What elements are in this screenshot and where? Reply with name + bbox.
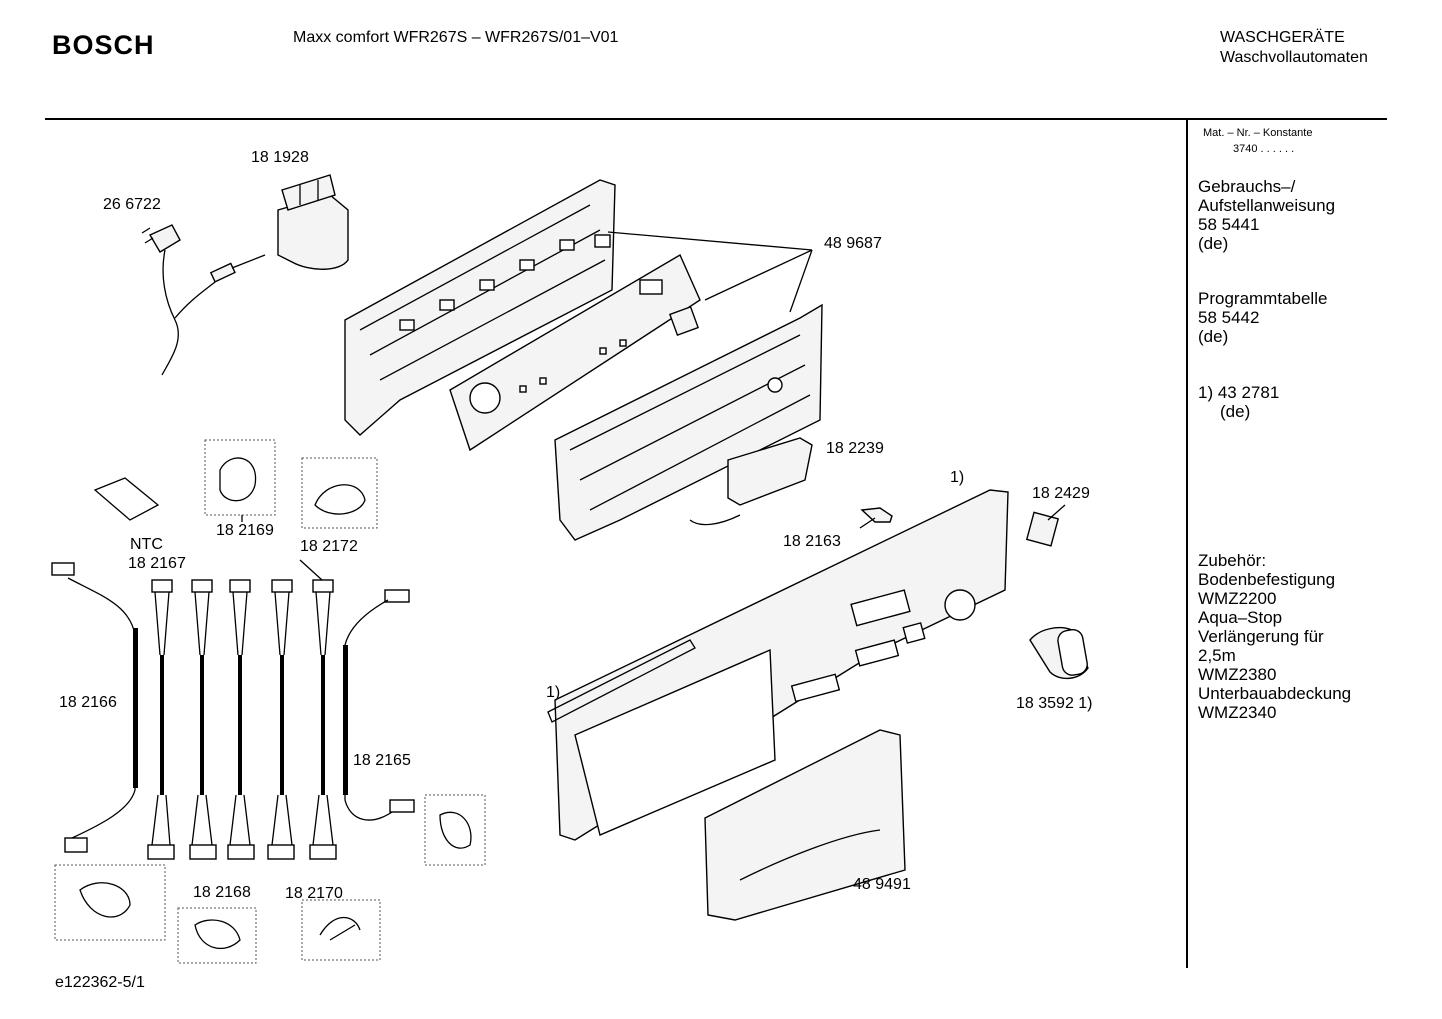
part-label-ntc: NTC — [130, 536, 163, 553]
header-divider — [45, 118, 1387, 120]
note-ref: 1) 43 2781 — [1198, 383, 1280, 402]
accessory-line: Verlängerung für — [1198, 627, 1324, 646]
control-frame-part — [344, 179, 616, 436]
program-table-block: Programmtabelle 58 5442 (de) — [1198, 289, 1383, 346]
drawer-handle-part — [704, 729, 906, 921]
wire-harnesses — [51, 562, 415, 860]
part-label-266722: 26 6722 — [103, 196, 161, 213]
manual-line1: Gebrauchs–/ — [1198, 177, 1296, 196]
part-label-182168: 18 2168 — [193, 884, 251, 901]
suppressor-filter-part — [277, 174, 349, 270]
part-label-182170: 18 2170 — [285, 885, 343, 902]
table-lang: (de) — [1198, 327, 1229, 346]
part-label-182172: 18 2172 — [300, 538, 358, 555]
note-block: 1) 43 2781 (de) — [1198, 383, 1383, 421]
display-cover-part — [689, 437, 813, 526]
part-label-182165: 18 2165 — [353, 752, 411, 769]
manual-block: Gebrauchs–/ Aufstellanweisung 58 5441 (d… — [1198, 177, 1383, 253]
accessory-line: WMZ2200 — [1198, 589, 1277, 608]
inset-illustrations — [54, 439, 486, 964]
front-frame-part — [554, 303, 823, 541]
mat-value: 3740 . . . . . . — [1233, 143, 1295, 155]
part-label-182166: 18 2166 — [59, 694, 117, 711]
sidebar-divider — [1186, 118, 1188, 968]
table-number: 58 5442 — [1198, 308, 1260, 327]
mains-cable-part — [141, 224, 266, 376]
part-label-182429: 18 2429 — [1032, 485, 1090, 502]
switch-part — [1025, 511, 1060, 547]
part-label-182163: 18 2163 — [783, 533, 841, 550]
part-label-489491: 48 9491 — [853, 876, 911, 893]
part-label-181928: 18 1928 — [251, 149, 309, 166]
accessories-block: Zubehör: Bodenbefestigung WMZ2200 Aqua–S… — [1198, 551, 1383, 722]
control-board-part — [449, 253, 701, 452]
control-panel-part — [547, 489, 1009, 841]
model-title: Maxx comfort WFR267S – WFR267S/01–V01 — [293, 29, 619, 46]
leader-lines — [241, 231, 1066, 581]
manual-lang: (de) — [1198, 234, 1229, 253]
part-label-489687: 48 9687 — [824, 235, 882, 252]
brand-logo: BOSCH — [52, 30, 155, 60]
drawing-code: e122362-5/1 — [55, 974, 145, 991]
part-label-182167: 18 2167 — [128, 555, 186, 572]
note-marker-left: 1) — [546, 684, 561, 701]
accessory-line: Bodenbefestigung — [1198, 570, 1336, 589]
table-title: Programmtabelle — [1198, 289, 1328, 308]
exploded-view-drawing — [51, 174, 1089, 964]
selector-knob-part — [1029, 627, 1089, 679]
accessory-line: Zubehör: — [1198, 551, 1267, 570]
manual-number: 58 5441 — [1198, 215, 1260, 234]
manual-line2: Aufstellanweisung — [1198, 196, 1336, 215]
note-marker-top: 1) — [950, 469, 965, 486]
part-label-182239: 18 2239 — [826, 440, 884, 457]
category-title: WASCHGERÄTE — [1220, 29, 1345, 46]
accessory-line: WMZ2340 — [1198, 703, 1277, 722]
note-lang: (de) — [1220, 402, 1251, 421]
part-label-182169: 18 2169 — [216, 522, 274, 539]
part-label-183592: 18 3592 1) — [1016, 695, 1093, 712]
accessory-line: 2,5m — [1198, 646, 1236, 665]
mat-label: Mat. – Nr. – Konstante — [1203, 127, 1313, 139]
accessory-line: Unterbauabdeckung — [1198, 684, 1352, 703]
program-shaft-part — [860, 507, 893, 523]
subcategory-title: Waschvollautomaten — [1220, 49, 1368, 66]
accessory-line: Aqua–Stop — [1198, 608, 1283, 627]
accessory-line: WMZ2380 — [1198, 665, 1277, 684]
